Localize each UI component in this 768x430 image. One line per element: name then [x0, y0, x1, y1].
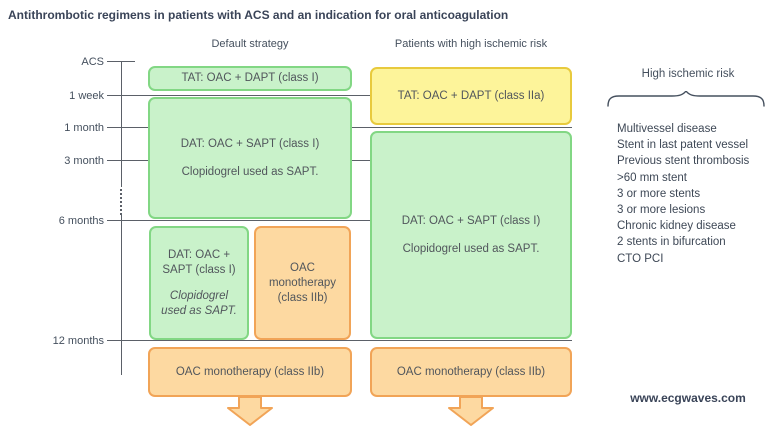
box-default-dat: DAT: OAC + SAPT (class I) Clopidogrel us…: [148, 97, 352, 219]
down-arrow-icon: [448, 396, 494, 426]
risk-factor-item: Previous stent thrombosis: [617, 155, 750, 168]
risk-factor-item: 3 or more stents: [617, 187, 701, 200]
timeline-label-1-week: 1 week: [69, 90, 104, 102]
box-highrisk-dat: DAT: OAC + SAPT (class I) Clopidogrel us…: [370, 131, 572, 339]
box-default-dat-line2: Clopidogrel used as SAPT.: [181, 165, 319, 178]
box-highrisk-tat: TAT: OAC + DAPT (class IIa): [370, 67, 572, 125]
box-default-tat-label: TAT: OAC + DAPT (class I): [181, 72, 319, 84]
timeline-line-12-months: [107, 340, 572, 341]
timeline-axis-break-dots: [120, 189, 122, 215]
box-default-tat: TAT: OAC + DAPT (class I): [148, 66, 352, 91]
box-highrisk-oac-after-12-label: OAC monotherapy (class IIb): [396, 365, 546, 378]
box-default-oac-after-12: OAC monotherapy (class IIb): [148, 347, 352, 397]
timeline-label-6-months: 6 months: [58, 215, 104, 227]
box-default-oac-6-12: OAC monotherapy (class IIb): [254, 226, 351, 340]
risk-factor-item: 2 stents in bifurcation: [617, 236, 726, 249]
risk-factor-item: Multivessel disease: [617, 123, 717, 135]
risk-factor-item: >60 mm stent: [617, 171, 687, 184]
timeline-axis-upper: [121, 62, 122, 187]
timeline-label-12-months: 12 months: [52, 335, 104, 347]
timeline-label-acs: ACS: [81, 56, 104, 68]
box-default-dat-6-12-line2: SAPT (class I): [162, 263, 236, 276]
risk-factor-item: Stent in last patent vessel: [617, 139, 749, 152]
box-default-dat-6-12-note1: Clopidogrel: [169, 289, 229, 302]
box-default-oac-after-12-label: OAC monotherapy (class IIb): [175, 365, 325, 378]
box-default-oac-6-12-label: OAC monotherapy (class IIb): [268, 261, 337, 304]
timeline-tick-acs: [107, 61, 135, 62]
page-title: Antithrombotic regimens in patients with…: [8, 8, 509, 22]
timeline-line-1-week: [107, 95, 572, 96]
column-header-high-risk: Patients with high ischemic risk: [394, 38, 548, 50]
box-highrisk-oac-after-12: OAC monotherapy (class IIb): [370, 347, 572, 397]
risk-factor-item: Chronic kidney disease: [617, 220, 736, 233]
down-arrow-icon: [227, 396, 273, 426]
timeline-label-3-month: 3 month: [64, 155, 104, 167]
box-default-dat-6-12-note2: used as SAPT.: [161, 304, 237, 317]
column-header-default: Default strategy: [211, 38, 289, 50]
box-highrisk-tat-label: TAT: OAC + DAPT (class IIa): [397, 89, 545, 102]
timeline-label-1-month: 1 month: [64, 122, 104, 134]
box-highrisk-dat-line2: Clopidogrel used as SAPT.: [402, 242, 540, 255]
website-url: www.ecgwaves.com: [630, 391, 746, 405]
box-default-dat-6-12-line1: DAT: OAC +: [167, 248, 231, 261]
brace-icon: [607, 91, 765, 107]
box-default-dat-line1: DAT: OAC + SAPT (class I): [180, 137, 320, 150]
timeline-line-6-months: [107, 220, 572, 221]
box-default-dat-6-12: DAT: OAC + SAPT (class I) Clopidogrel us…: [149, 226, 249, 340]
risk-factor-item: CTO PCI: [617, 252, 664, 265]
timeline-axis-lower: [121, 215, 122, 375]
risk-panel-heading: High ischemic risk: [641, 68, 735, 80]
risk-factor-list: Multivessel disease Stent in last patent…: [617, 121, 749, 267]
box-highrisk-dat-line1: DAT: OAC + SAPT (class I): [401, 214, 541, 227]
risk-factor-item: 3 or more lesions: [617, 204, 706, 217]
